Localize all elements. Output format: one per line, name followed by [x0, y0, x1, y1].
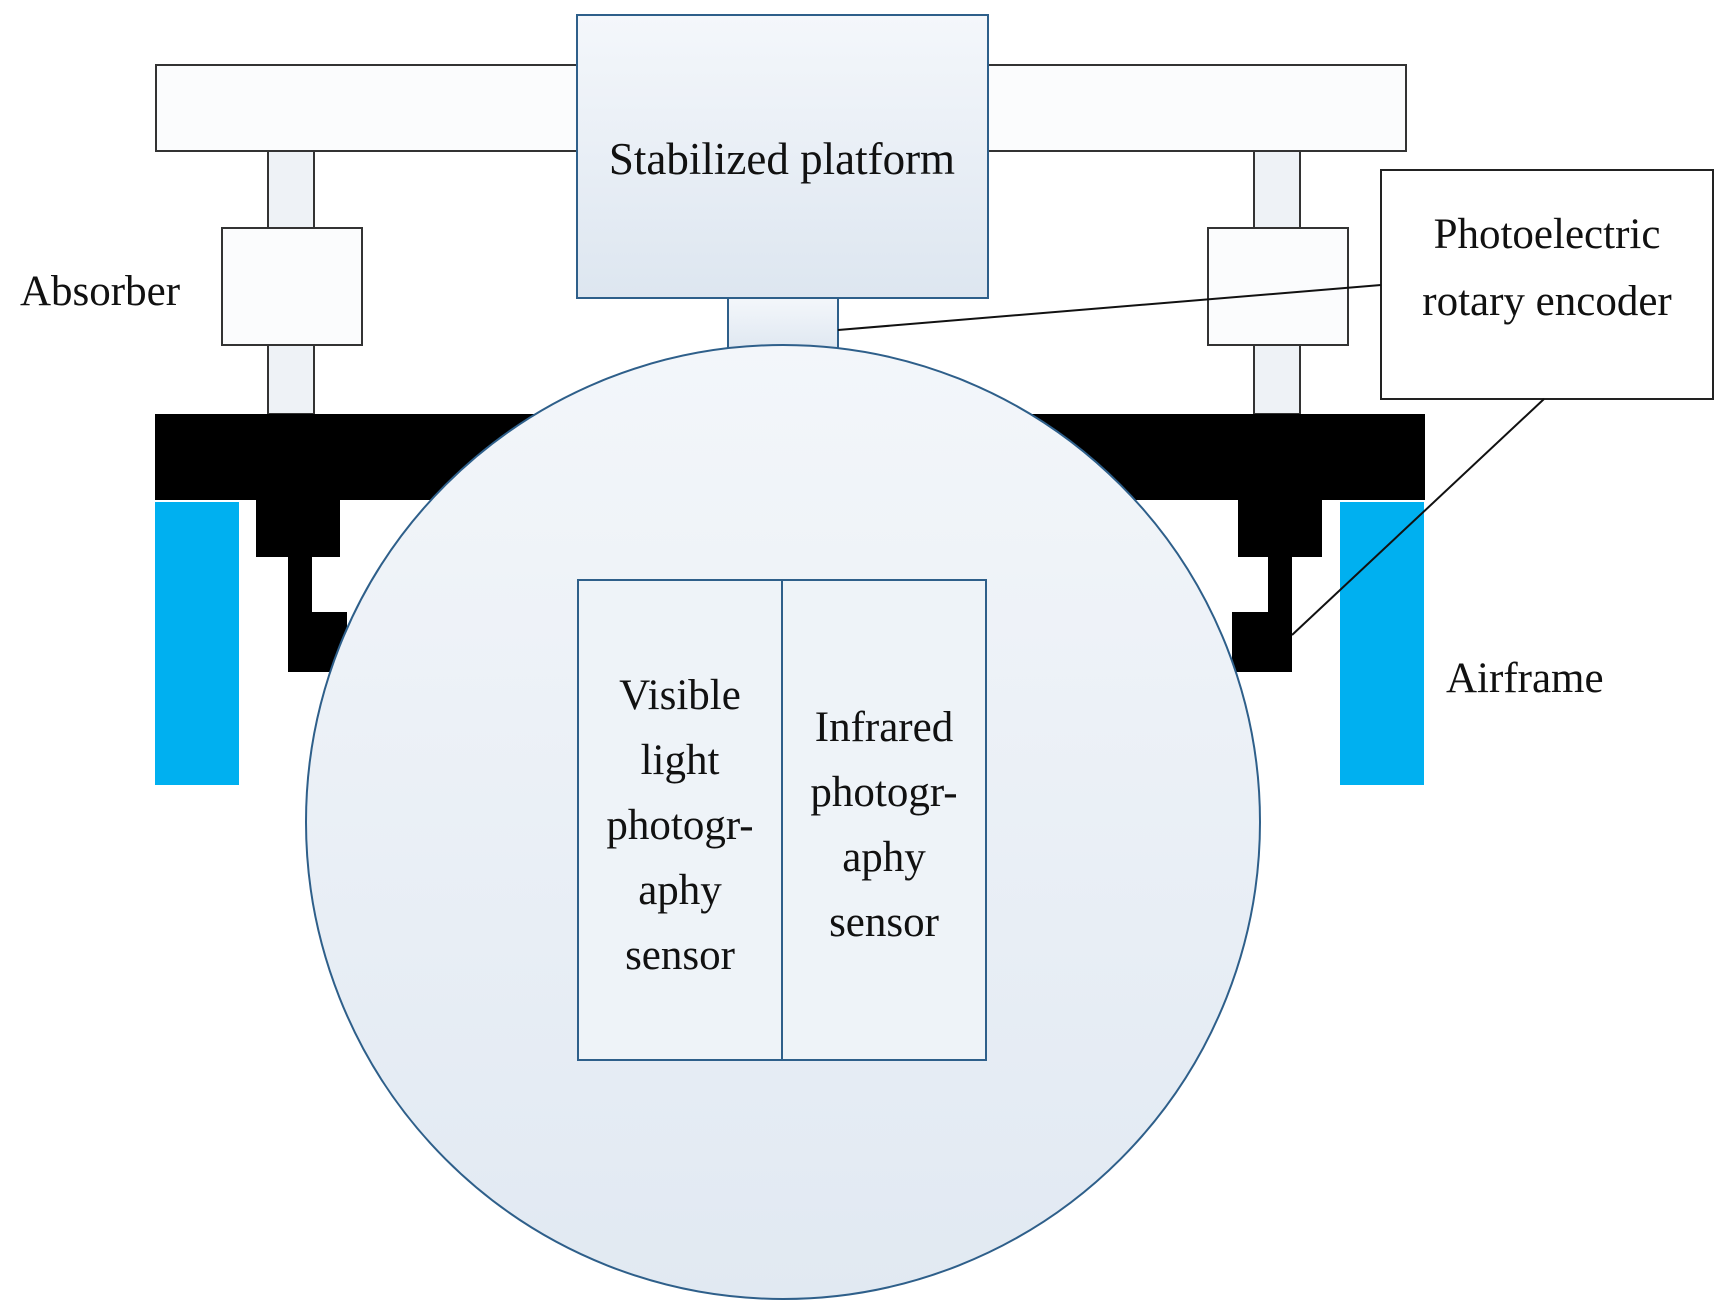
visible-text-line: aphy: [638, 867, 722, 914]
infrared-text-line: sensor: [829, 899, 939, 946]
stabilized-platform-label: Stabilized platform: [609, 134, 955, 184]
infrared-sensor-label: Infrared photogr-aphy sensor: [810, 704, 957, 946]
right-absorber-box: [1207, 227, 1349, 346]
airframe-right: [1340, 502, 1424, 785]
right-absorber-post-upper: [1253, 150, 1301, 230]
visible-text-line: sensor: [625, 932, 735, 979]
visible-text-line: Visible: [619, 672, 741, 719]
right-absorber-post-lower: [1253, 343, 1301, 415]
encoder-callout-box: [1380, 169, 1714, 400]
encoder-leader-line: [837, 284, 1382, 331]
airframe-leader-line: [1291, 398, 1545, 636]
infrared-text-line: Infrared: [815, 704, 953, 751]
left-absorber-post-lower: [267, 343, 315, 415]
left-absorber-box: [221, 227, 363, 346]
airframe-label: Airframe: [1446, 655, 1604, 702]
mount-frame-left: [155, 414, 545, 672]
absorber-label: Absorber: [20, 268, 180, 315]
visible-text-line: photogr-: [606, 802, 753, 849]
infrared-text-line: photogr-: [810, 769, 957, 816]
encoder-label-line1: Photoelectric: [1434, 211, 1661, 258]
left-absorber-post-upper: [267, 150, 315, 230]
visible-sensor-box: [577, 579, 783, 1061]
airframe-left: [155, 502, 239, 785]
infrared-sensor-box: [781, 579, 987, 1061]
encoder-label-line2: rotary encoder: [1422, 278, 1672, 325]
stabilized-platform-box: [576, 14, 989, 299]
infrared-text-line: aphy: [842, 834, 926, 881]
visible-text-line: light: [641, 737, 720, 784]
visible-sensor-label: Visible light photogr-aphy sensor: [606, 672, 753, 979]
